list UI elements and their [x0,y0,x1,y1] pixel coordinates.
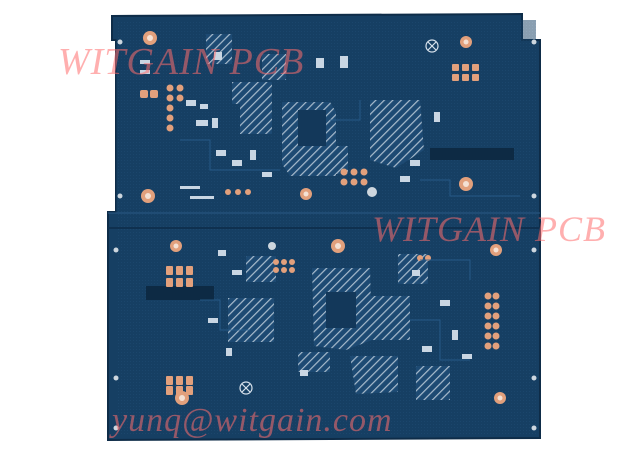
fiducial-marks [239,39,439,395]
hatched-region [232,82,272,104]
bare-hole [367,187,377,197]
mounting-holes [141,31,506,405]
tooling-holes [113,39,537,431]
bare-hole [268,242,276,250]
hatched-region [370,100,424,168]
fiducial-mark [239,381,253,395]
hatched-region [350,356,398,394]
traces [180,100,520,361]
hatched-region [370,296,410,340]
copper-regions-bottom [146,254,450,400]
hatched-region [298,352,330,372]
silkscreen-components [140,52,472,376]
dark-strip [430,148,514,160]
hatched-region [228,298,274,342]
connector-pads [140,64,500,395]
fiducial-mark [425,39,439,53]
hatched-region [416,366,450,400]
hatched-region [398,254,428,284]
dark-strip [146,286,214,300]
chip [298,110,326,146]
chip [326,292,356,328]
hatched-region [262,54,286,80]
hatched-region [300,146,348,174]
hatched-region [246,256,276,282]
copper-regions-top [206,34,514,176]
